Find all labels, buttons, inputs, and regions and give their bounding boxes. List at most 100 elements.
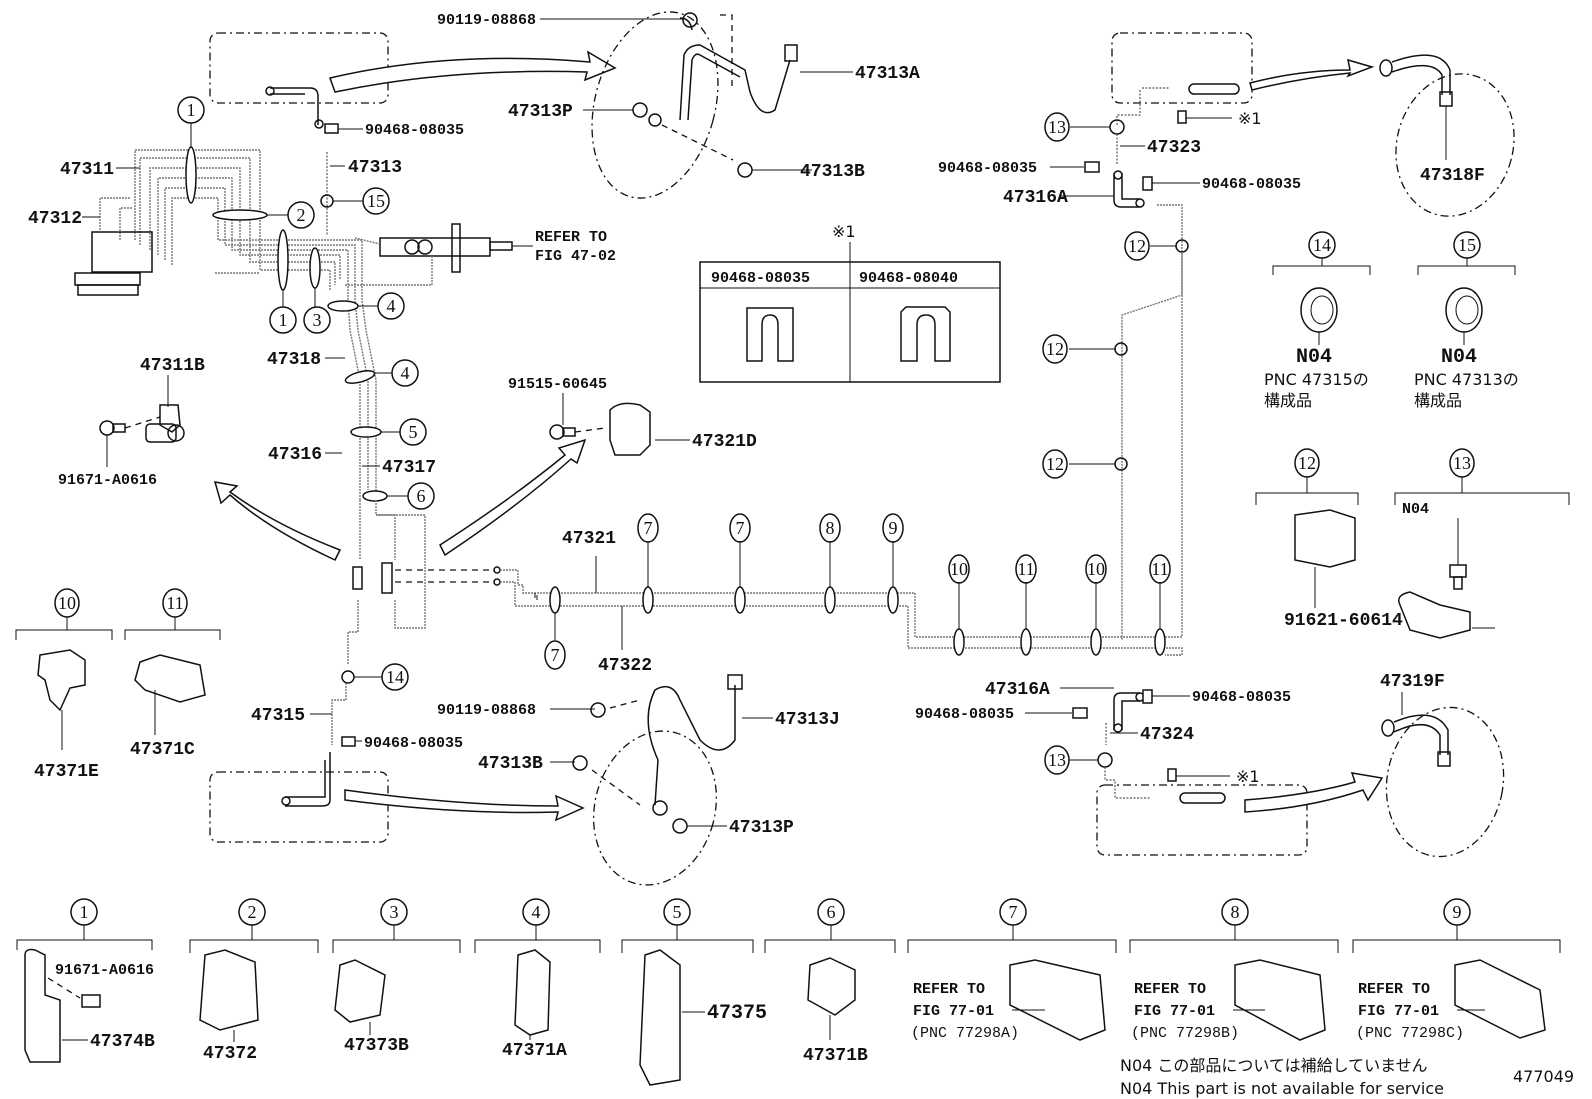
refer-fig-77-01-8[interactable]: FIG 77-01 xyxy=(1134,1003,1215,1020)
callout-4-b[interactable]: 4 xyxy=(391,359,419,387)
callout-14-legend[interactable]: 14 xyxy=(1308,231,1336,259)
callout-14[interactable]: 14 xyxy=(381,663,409,691)
label-47313P-top[interactable]: 47313P xyxy=(508,102,573,122)
label-47371A[interactable]: 47371A xyxy=(502,1041,567,1061)
label-90468-rear-top-left[interactable]: 90468-08035 xyxy=(938,160,1037,177)
callout-10-b[interactable]: 10 xyxy=(1085,554,1107,584)
callout-12-c[interactable]: 12 xyxy=(1042,449,1068,479)
refer-fig-47-02-text[interactable]: FIG 47-02 xyxy=(535,248,616,265)
callout-7-legend[interactable]: 7 xyxy=(999,898,1027,926)
label-N04-14[interactable]: N04 xyxy=(1296,346,1332,369)
label-91515-60645[interactable]: 91515-60645 xyxy=(508,376,607,393)
callout-15[interactable]: 15 xyxy=(362,187,390,215)
label-90468-botleft[interactable]: 90468-08035 xyxy=(364,735,463,752)
label-47318F[interactable]: 47318F xyxy=(1420,166,1485,186)
callout-8-legend[interactable]: 8 xyxy=(1221,898,1249,926)
label-47316[interactable]: 47316 xyxy=(268,445,322,465)
clip-77298C-icon xyxy=(1454,959,1546,1039)
label-47371C[interactable]: 47371C xyxy=(130,740,195,760)
clip-47371F-icon xyxy=(1294,509,1356,568)
label-91621-60614[interactable]: N04 xyxy=(1402,501,1429,518)
label-47372[interactable]: 47372 xyxy=(203,1044,257,1064)
label-90119-08868-top[interactable]: 90119-08868 xyxy=(437,12,536,29)
callout-7-a[interactable]: 7 xyxy=(637,513,659,543)
label-90468-rear-bottom-right[interactable]: 90468-08035 xyxy=(1192,689,1291,706)
callout-1-legend[interactable]: 1 xyxy=(70,898,98,926)
label-47324[interactable]: 47324 xyxy=(1140,725,1194,745)
callout-13-bottom[interactable]: 13 xyxy=(1044,745,1070,775)
callout-2[interactable]: 2 xyxy=(287,201,315,229)
callout-4-a[interactable]: 4 xyxy=(377,292,405,320)
label-47313J[interactable]: 47313J xyxy=(775,710,840,730)
label-47311[interactable]: 47311 xyxy=(60,160,114,180)
grommet-icon xyxy=(1300,287,1338,333)
callout-13-top[interactable]: 13 xyxy=(1044,112,1070,142)
svg-text:14: 14 xyxy=(386,667,404,687)
callout-3-legend[interactable]: 3 xyxy=(380,898,408,926)
svg-text:3: 3 xyxy=(390,902,399,922)
label-47321D[interactable]: 47321D xyxy=(692,432,757,452)
callout-8[interactable]: 8 xyxy=(819,513,841,543)
callout-11-a[interactable]: 11 xyxy=(1015,554,1037,584)
callout-10-legend[interactable]: 10 xyxy=(54,588,80,618)
refer-fig-77-01-9[interactable]: FIG 77-01 xyxy=(1358,1003,1439,1020)
label-91671-A0616-bracket[interactable]: 91671-A0616 xyxy=(58,472,157,489)
label-47371B[interactable]: 47371B xyxy=(803,1046,868,1066)
label-47316A-bottom[interactable]: 47316A xyxy=(985,680,1050,700)
callout-7-b[interactable]: 7 xyxy=(729,513,751,543)
label-47313P-bottom[interactable]: 47313P xyxy=(729,818,794,838)
table-col-90468-08040[interactable]: 90468-08040 xyxy=(859,270,958,287)
label-47313A[interactable]: 47313A xyxy=(855,64,920,84)
label-47313B-bottom[interactable]: 47313B xyxy=(478,754,543,774)
legend-15: 15 N04 PNC 47313の 構成品 xyxy=(1414,231,1519,410)
callout-10-a[interactable]: 10 xyxy=(948,554,970,584)
callout-12-legend[interactable]: 12 xyxy=(1294,448,1320,478)
label-47371E[interactable]: 47371E xyxy=(34,762,99,782)
label-47316A-top[interactable]: 47316A xyxy=(1003,188,1068,208)
callout-12-a[interactable]: 12 xyxy=(1124,231,1150,261)
label-47319F[interactable]: 47319F xyxy=(1380,672,1445,692)
label-47322[interactable]: 47322 xyxy=(598,656,652,676)
callout-11-legend[interactable]: 11 xyxy=(162,588,188,618)
label-47312[interactable]: 47312 xyxy=(28,209,82,229)
label-47315[interactable]: 47315 xyxy=(251,706,305,726)
label-91671-A0616-legend[interactable]: 91671-A0616 xyxy=(55,962,154,979)
callout-9-legend[interactable]: 9 xyxy=(1443,898,1471,926)
label-47313[interactable]: 47313 xyxy=(348,158,402,178)
label-47317[interactable]: 47317 xyxy=(382,458,436,478)
label-47323[interactable]: 47323 xyxy=(1147,138,1201,158)
callout-3[interactable]: 3 xyxy=(303,306,331,334)
label-47374B[interactable]: 47374B xyxy=(90,1032,155,1052)
callout-13-legend[interactable]: 13 xyxy=(1449,448,1475,478)
refer-fig-77-01-7[interactable]: FIG 77-01 xyxy=(913,1003,994,1020)
label-N04-15[interactable]: N04 xyxy=(1441,346,1477,369)
arrow-to-rear-left-hose xyxy=(1249,58,1375,91)
callout-12-b[interactable]: 12 xyxy=(1042,334,1068,364)
label-47375[interactable]: 47375 xyxy=(707,1002,767,1025)
clamp-47371D-icon xyxy=(1398,591,1471,639)
callout-5[interactable]: 5 xyxy=(399,418,427,446)
label-90468-rear-bottom-left[interactable]: 90468-08035 xyxy=(915,706,1014,723)
callout-7-below[interactable]: 7 xyxy=(544,640,566,670)
callout-1-top[interactable]: 1 xyxy=(177,96,205,124)
label-47313B-top[interactable]: 47313B xyxy=(800,162,865,182)
label-90468-topleft[interactable]: 90468-08035 xyxy=(365,122,464,139)
callout-2-legend[interactable]: 2 xyxy=(238,898,266,926)
label-47311B[interactable]: 47311B xyxy=(140,356,205,376)
callout-6[interactable]: 6 xyxy=(407,482,435,510)
label-47321[interactable]: 47321 xyxy=(562,529,616,549)
table-col-90468-08035[interactable]: 90468-08035 xyxy=(711,270,810,287)
callout-6-legend[interactable]: 6 xyxy=(817,898,845,926)
rear-right-area: 47316A 90468-08035 90468-08035 47324 13 … xyxy=(915,672,1505,858)
callout-15-legend[interactable]: 15 xyxy=(1453,231,1481,259)
label-90119-08868-bottom[interactable]: 90119-08868 xyxy=(437,702,536,719)
callout-1-bottom[interactable]: 1 xyxy=(269,306,297,334)
callout-11-b[interactable]: 11 xyxy=(1149,554,1171,584)
callout-4-legend[interactable]: 4 xyxy=(522,898,550,926)
label-90468-rear-top-right[interactable]: 90468-08035 xyxy=(1202,176,1301,193)
callout-9[interactable]: 9 xyxy=(882,513,904,543)
label-47373B[interactable]: 47373B xyxy=(344,1036,409,1056)
callout-5-legend[interactable]: 5 xyxy=(663,898,691,926)
label-47318[interactable]: 47318 xyxy=(267,350,321,370)
label-47371F[interactable]: 91621-60614 xyxy=(1284,611,1403,631)
